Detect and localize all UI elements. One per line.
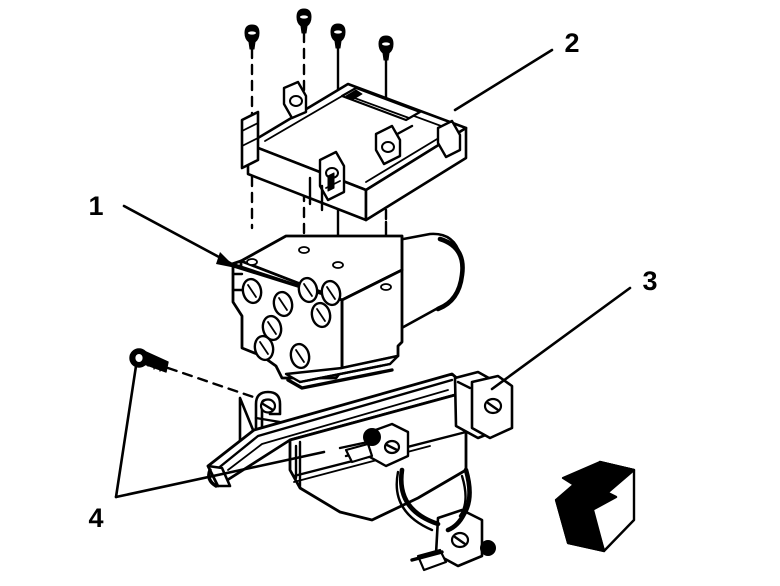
callout-2: 2 (453, 28, 580, 112)
callout-4-leader-bolt (114, 364, 138, 499)
callout-4: 4 (88, 364, 326, 533)
callout-1-arrowhead (216, 252, 236, 268)
callout-4-leader-bracket (114, 450, 326, 499)
control-module (240, 80, 468, 222)
bracket-bolt (129, 348, 270, 404)
bracket-center-clip (338, 422, 410, 468)
pump-motor (396, 232, 465, 332)
callout-1: 1 (88, 191, 236, 268)
valve-port-group (241, 276, 342, 370)
callout-layer: 1 2 3 4 (88, 28, 657, 533)
callout-3-label: 3 (642, 266, 657, 296)
modulator-valve-block (230, 232, 465, 390)
callout-3-leader (490, 286, 632, 391)
callout-2-leader (453, 48, 554, 112)
callout-2-label: 2 (564, 28, 579, 58)
callout-1-label: 1 (88, 191, 103, 221)
direction-arrow-icon (554, 460, 636, 553)
mounting-bracket (206, 370, 514, 572)
callout-4-label: 4 (88, 503, 103, 533)
callout-3: 3 (490, 266, 658, 391)
callout-1-leader (122, 204, 234, 266)
